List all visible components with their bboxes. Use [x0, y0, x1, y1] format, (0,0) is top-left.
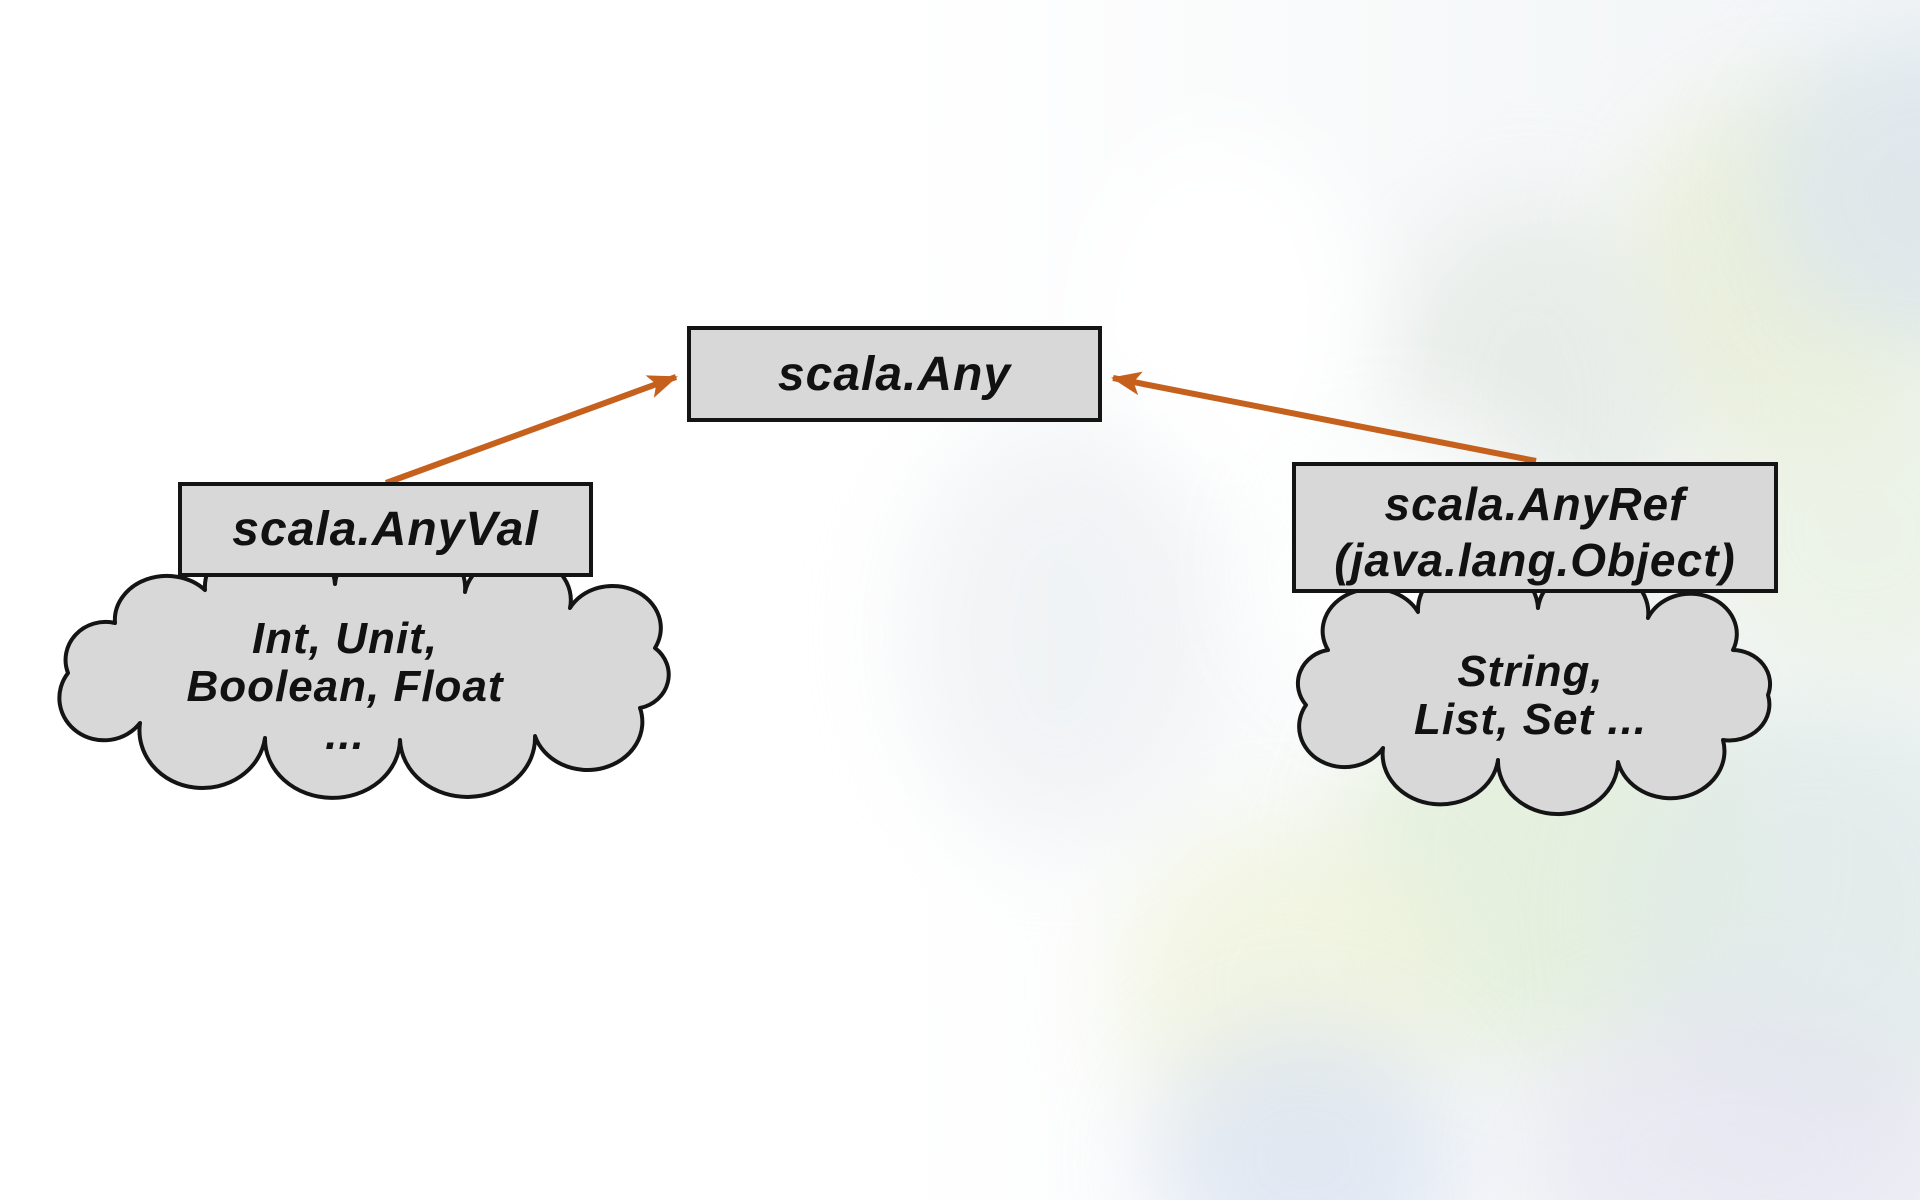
- node-label: scala.Any: [777, 347, 1012, 401]
- node-sublabel: (java.lang.Object): [1334, 533, 1736, 586]
- arrow-anyval-to-any: [384, 374, 678, 486]
- anyval-examples-text: Int, Unit, Boolean, Float ...: [45, 615, 645, 759]
- node-scala-any: scala.Any: [687, 326, 1102, 422]
- cloud-line: ...: [325, 710, 365, 759]
- node-label: scala.AnyVal: [232, 503, 539, 556]
- cloud-line: Boolean, Float: [186, 662, 504, 711]
- anyval-examples-cloud: [57, 532, 671, 800]
- node-scala-anyval: scala.AnyVal: [178, 482, 593, 577]
- node-scala-anyref: scala.AnyRef (java.lang.Object): [1292, 462, 1778, 593]
- cloud-shape: [57, 532, 671, 800]
- node-label: scala.AnyRef: [1384, 477, 1686, 530]
- arrow-anyref-to-any: [1111, 371, 1537, 464]
- cloud-line: Int, Unit,: [252, 614, 438, 663]
